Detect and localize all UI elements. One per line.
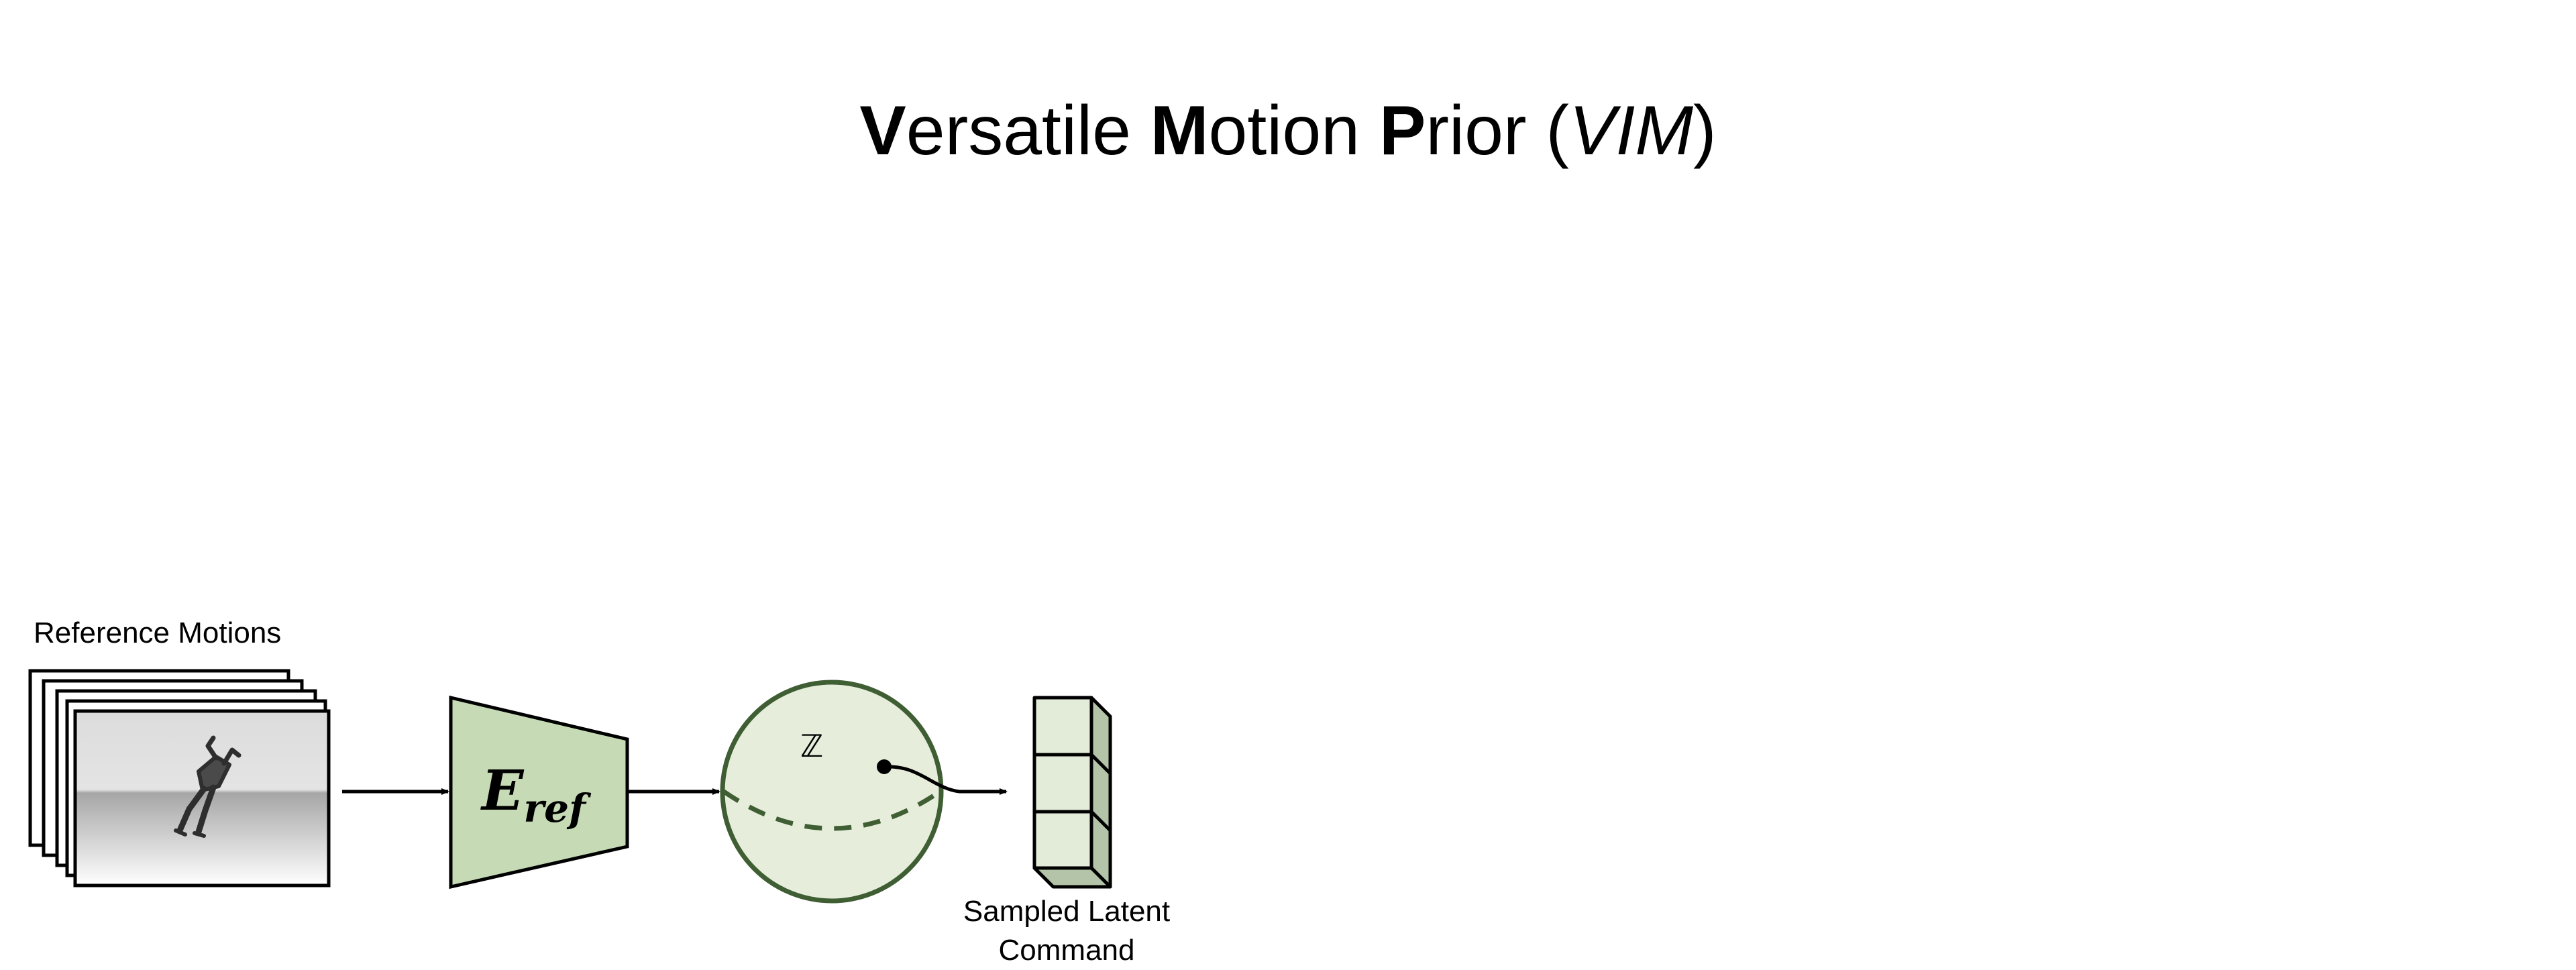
reference-motion-stack (28, 669, 331, 887)
reference-motions-label: Reference Motions (34, 616, 282, 649)
title-letter-p: P (1379, 92, 1426, 170)
cube-cell-bottom (1032, 810, 1093, 870)
page-title: Versatile Motion Prior (VIM) (0, 80, 2576, 181)
cube-side-face (1089, 696, 1112, 889)
title-letter-m: M (1150, 92, 1209, 170)
motion-frame-front (73, 709, 331, 887)
title-close-paren: ) (1693, 92, 1717, 170)
title-text-ersatile: ersatile (906, 92, 1150, 170)
cube-cell-middle (1032, 753, 1093, 814)
robot-figure-icon (174, 735, 241, 838)
sampled-latent-label-line2: Command (998, 934, 1135, 967)
cube-cell-top (1032, 696, 1093, 757)
encoder-label-main: E (480, 759, 525, 823)
title-text-otion: otion (1208, 92, 1379, 170)
encoder-label: Eref (480, 759, 592, 831)
sampled-latent-command-label: Sampled Latent Command (939, 892, 1194, 970)
sphere-equator (722, 790, 941, 831)
title-text-rior: rior ( (1426, 92, 1570, 170)
latent-command-vector-icon (1032, 696, 1112, 889)
encoder-label-subscript: ref (524, 786, 592, 831)
title-letter-v: V (859, 92, 906, 170)
sampled-latent-label-line1: Sampled Latent (963, 895, 1171, 928)
latent-space-symbol: ℤ (800, 728, 823, 764)
encoder-block: Eref (449, 695, 629, 890)
title-acronym: VIM (1569, 92, 1693, 170)
latent-space-sphere: ℤ (720, 680, 1008, 904)
sample-curve-arrow (883, 765, 1008, 795)
